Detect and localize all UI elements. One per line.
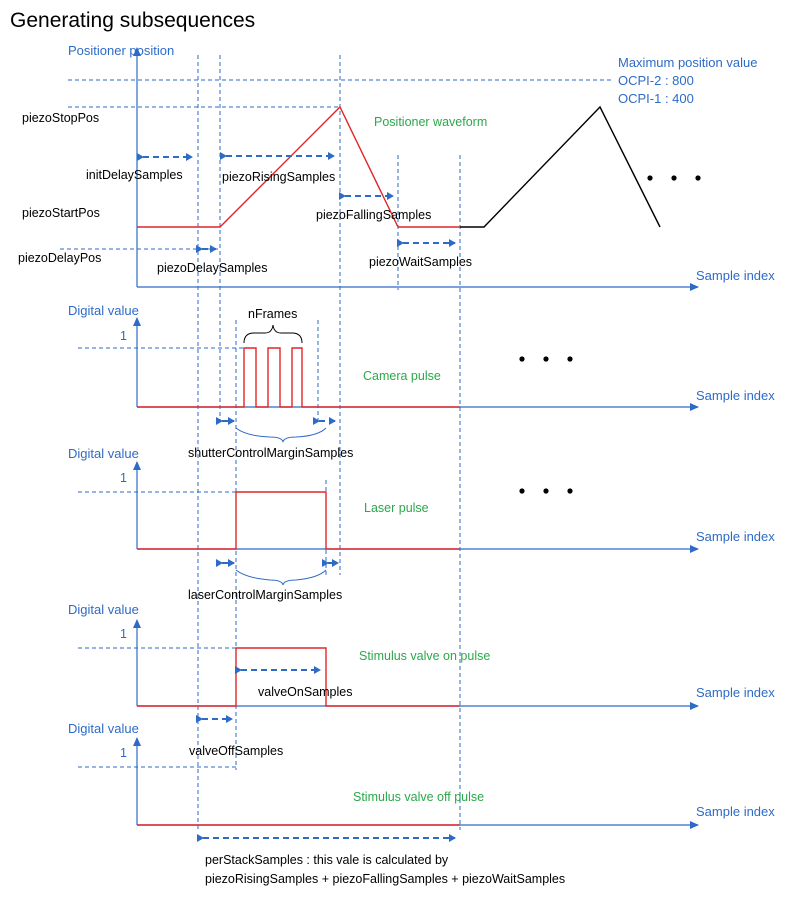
laser-one-tick: 1	[120, 471, 127, 485]
valve-on-y-label: Digital value	[68, 602, 139, 617]
valve-on-label: Stimulus valve on pulse	[359, 649, 490, 663]
valve-off-one-tick: 1	[120, 746, 127, 760]
valve-off-x-label: Sample index	[696, 804, 775, 819]
positioner-x-label: Sample index	[696, 268, 775, 283]
ellipsis-3	[519, 488, 573, 494]
positioner-waveform-continuation	[460, 105, 661, 228]
camera-x-label: Sample index	[696, 388, 775, 403]
valve-off-label: Stimulus valve off pulse	[353, 790, 484, 804]
camera-pulse-waveform	[137, 347, 460, 408]
laser-y-label: Digital value	[68, 446, 139, 461]
piezo-wait-label: piezoWaitSamples	[369, 255, 472, 269]
init-delay-label: initDelaySamples	[86, 168, 183, 182]
nframes-brace	[243, 324, 303, 344]
per-stack-samples-line2: piezoRisingSamples + piezoFallingSamples…	[205, 872, 565, 886]
nframes-label: nFrames	[248, 307, 297, 321]
piezo-delay-pos-label: piezoDelayPos	[18, 251, 101, 265]
piezo-rising-label: piezoRisingSamples	[222, 170, 335, 184]
shutter-margin-brace	[235, 427, 327, 443]
positioner-waveform-label: Positioner waveform	[374, 115, 487, 129]
positioner-y-label: Positioner position	[68, 43, 174, 58]
max-position-ocpi2: OCPI-2 : 800	[618, 73, 694, 88]
piezo-delay-samples-label: piezoDelaySamples	[157, 261, 267, 275]
camera-y-label: Digital value	[68, 303, 139, 318]
camera-panel: Digital value Sample index 1 nFrames Cam…	[68, 303, 775, 460]
piezo-start-pos-label: piezoStartPos	[22, 206, 100, 220]
shutter-margin-label: shutterControlMarginSamples	[188, 446, 353, 460]
valve-on-x-label: Sample index	[696, 685, 775, 700]
positioner-panel: Positioner position Sample index Maximum…	[18, 43, 775, 291]
laser-pulse-waveform	[137, 491, 460, 550]
diagram-title: Generating subsequences	[10, 9, 255, 32]
laser-margin-label: laserControlMarginSamples	[188, 588, 342, 602]
valve-on-samples-label: valveOnSamples	[258, 685, 353, 699]
laser-pulse-label: Laser pulse	[364, 501, 429, 515]
laser-margin-brace	[235, 569, 327, 586]
valve-off-samples-label: valveOffSamples	[189, 744, 283, 758]
piezo-falling-label: piezoFallingSamples	[316, 208, 431, 222]
valve-on-waveform	[137, 647, 460, 707]
positioner-waveform	[137, 105, 460, 228]
camera-pulse-label: Camera pulse	[363, 369, 441, 383]
laser-x-label: Sample index	[696, 529, 775, 544]
valve-on-one-tick: 1	[120, 627, 127, 641]
max-position-ocpi1: OCPI-1 : 400	[618, 91, 694, 106]
valve-on-panel: Digital value Sample index 1 Stimulus va…	[68, 602, 775, 758]
ellipsis-1	[647, 175, 701, 181]
laser-panel: Digital value Sample index 1 Laser pulse…	[68, 446, 775, 602]
ellipsis-2	[519, 356, 573, 362]
per-stack-samples-line1: perStackSamples : this vale is calculate…	[205, 853, 449, 867]
max-position-title: Maximum position value	[618, 55, 757, 70]
camera-one-tick: 1	[120, 329, 127, 343]
valve-off-panel: Digital value Sample index 1 Stimulus va…	[68, 721, 775, 886]
piezo-stop-pos-label: piezoStopPos	[22, 111, 99, 125]
valve-off-y-label: Digital value	[68, 721, 139, 736]
